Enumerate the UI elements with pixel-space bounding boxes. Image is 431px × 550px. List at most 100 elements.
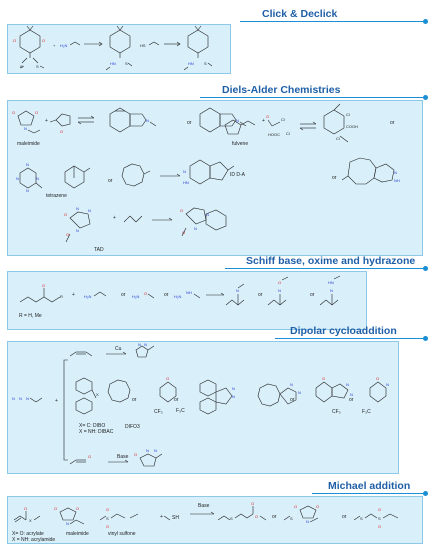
svg-text:HN: HN (188, 61, 194, 66)
op-dipolar-or-4: or (349, 397, 354, 403)
svg-text:R: R (60, 294, 63, 299)
svg-text:O: O (12, 110, 15, 115)
section-title-dipolar: Dipolar cycloaddition (290, 325, 397, 337)
op-plus-1: + (45, 118, 48, 124)
svg-text:O: O (64, 212, 67, 217)
svg-text:N: N (12, 396, 15, 401)
label-tetrazene: tetrazene (46, 193, 67, 199)
label-cf3-a: CF₃ (154, 409, 163, 415)
svg-text:H₂N: H₂N (132, 294, 139, 299)
op-or-2: or (390, 120, 395, 126)
svg-text:N: N (146, 448, 149, 453)
svg-text:X: X (96, 392, 99, 397)
svg-text:N: N (206, 212, 209, 217)
label-tad: TAD (94, 247, 104, 253)
svg-text:O: O (316, 504, 319, 509)
op-schiff-or-1: or (121, 292, 126, 298)
section-rule-michael (312, 493, 426, 495)
svg-text:Cl: Cl (286, 131, 290, 136)
label-iedda: ID D-A (230, 172, 245, 178)
panel-dipolar (7, 341, 399, 474)
svg-text:O: O (378, 524, 381, 529)
svg-text:N: N (76, 206, 79, 211)
svg-text:N: N (183, 169, 186, 174)
op-plus-3: + (113, 215, 116, 221)
svg-text:HN: HN (110, 61, 116, 66)
section-rule-dot-schiff (423, 266, 428, 271)
svg-text:O: O (266, 114, 269, 119)
svg-text:N: N (66, 521, 69, 526)
svg-text:N: N (19, 396, 22, 401)
op-or-1: or (187, 120, 192, 126)
svg-text:O: O (166, 376, 169, 381)
section-rule-diels (200, 97, 426, 99)
section-title-schiff: Schiff base, oxime and hydrazone (246, 255, 416, 267)
svg-text:N: N (26, 162, 29, 167)
op-dipolar-or-1: or (132, 397, 137, 403)
svg-text:+: + (53, 43, 56, 48)
section-title-diels: Diels-Alder Chemistries (222, 84, 341, 96)
label-acrylamide: X = NH: acrylamide (12, 537, 56, 543)
svg-text:O: O (66, 232, 69, 237)
svg-text:N: N (232, 394, 235, 399)
svg-text:H₂N: H₂N (174, 294, 181, 299)
section-rule-dipolar (275, 338, 426, 340)
svg-text:S: S (204, 61, 207, 66)
svg-text:N: N (16, 176, 19, 181)
op-michael-plus: + (160, 514, 163, 520)
section-rule-dot-click (423, 19, 428, 24)
svg-text:O: O (54, 506, 57, 511)
svg-text:O: O (60, 129, 63, 134)
svg-text:HN: HN (183, 180, 189, 185)
svg-text:O: O (42, 283, 45, 288)
svg-text:N: N (154, 448, 157, 453)
svg-text:S: S (230, 516, 233, 521)
svg-text:O: O (13, 38, 16, 43)
op-schiff-or-3: or (258, 292, 263, 298)
svg-text:O: O (35, 110, 38, 115)
svg-text:O: O (251, 501, 254, 506)
section-rule-dot-michael (423, 491, 428, 496)
section-rule-dot-dipolar (423, 336, 428, 341)
svg-text:S: S (20, 64, 23, 69)
label-acrylate: X= O: acrylate (12, 531, 44, 537)
label-vinyl-sulfone: vinyl sulfone (108, 531, 136, 537)
svg-text:Cl: Cl (336, 136, 340, 141)
svg-text:N: N (232, 386, 235, 391)
label-maleimide: maleimide (17, 141, 40, 147)
section-title-click: Click & Declick (262, 8, 338, 20)
svg-text:O: O (24, 506, 27, 511)
section-title-michael: Michael addition (328, 480, 411, 492)
op-or-3: or (108, 178, 113, 184)
svg-text:N: N (194, 226, 197, 231)
svg-text:S: S (106, 516, 109, 521)
svg-text:O: O (76, 506, 79, 511)
svg-text:N: N (306, 519, 309, 524)
svg-text:O: O (294, 504, 297, 509)
svg-text:O: O (255, 514, 258, 519)
op-michael-or-1: or (272, 514, 277, 520)
label-cf3-d: F₃C (362, 409, 371, 415)
svg-text:N: N (76, 228, 79, 233)
svg-text:NH: NH (394, 178, 400, 183)
svg-text:N: N (26, 396, 29, 401)
svg-text:S: S (290, 516, 293, 521)
svg-text:COOH: COOH (346, 124, 358, 129)
svg-text:H₂N: H₂N (84, 294, 91, 299)
svg-text:HOOC: HOOC (268, 132, 280, 137)
op-or-4: or (332, 175, 337, 181)
svg-text:S: S (125, 61, 128, 66)
op-dipolar-or-2: or (174, 397, 179, 403)
label-difo3: DIFO3 (125, 424, 140, 430)
svg-text:S: S (36, 64, 39, 69)
svg-text:N: N (386, 382, 389, 387)
svg-text:N: N (346, 382, 349, 387)
svg-text:S: S (378, 516, 381, 521)
op-schiff-or-2: or (164, 292, 169, 298)
svg-text:S: S (360, 516, 363, 521)
svg-text:N: N (394, 170, 397, 175)
svg-text:N: N (290, 382, 293, 387)
